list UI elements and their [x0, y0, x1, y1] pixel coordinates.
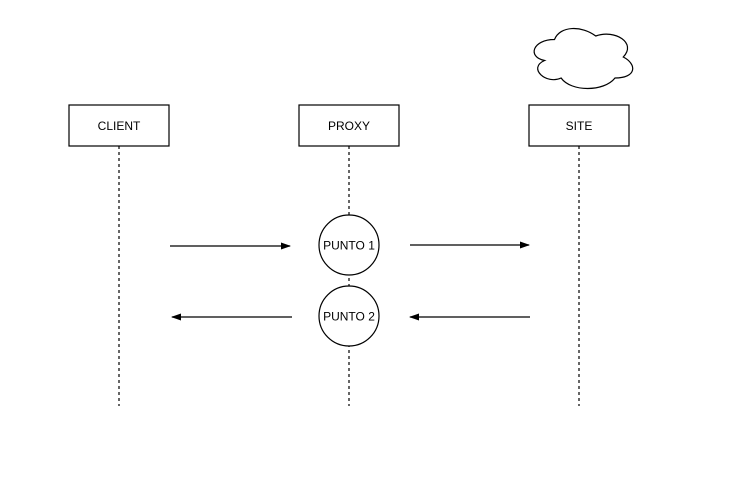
node-proxy: PROXY [298, 104, 400, 147]
point-punto2: PUNTO 2 [318, 285, 380, 347]
point-punto1-label: PUNTO 1 [323, 239, 375, 253]
node-proxy-box [298, 104, 400, 147]
node-site-box [528, 104, 630, 147]
node-client-box [68, 104, 170, 147]
node-site-label: SITE [566, 119, 593, 133]
point-punto2-circle [318, 285, 380, 347]
node-proxy-label: PROXY [328, 119, 370, 133]
point-punto1: PUNTO 1 [318, 214, 380, 276]
point-punto1-circle [318, 214, 380, 276]
node-site: SITE [528, 104, 630, 147]
cloud-icon [533, 27, 634, 89]
point-punto2-label: PUNTO 2 [323, 310, 375, 324]
node-client: CLIENT [68, 104, 170, 147]
node-client-label: CLIENT [98, 119, 141, 133]
